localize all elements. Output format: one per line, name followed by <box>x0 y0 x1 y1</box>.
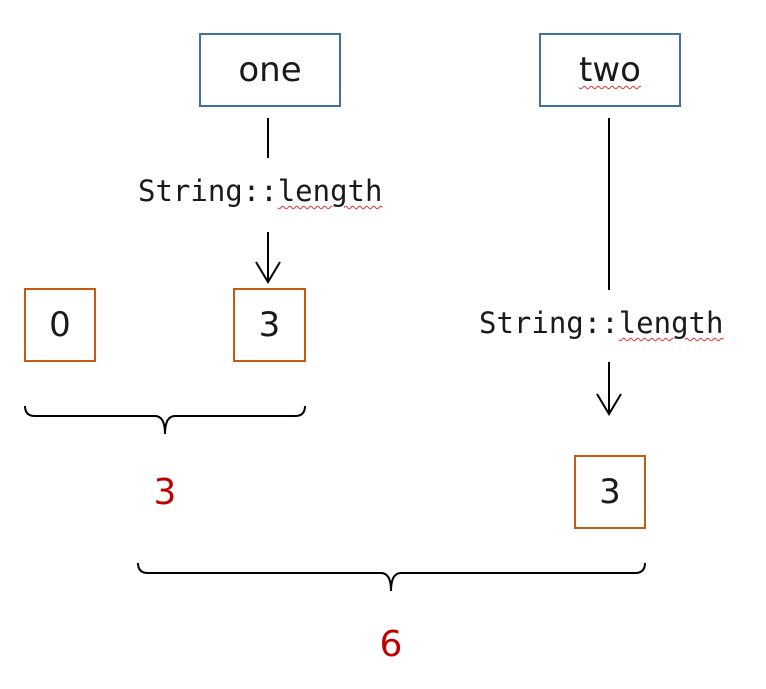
partial-sum-result: 3 <box>153 472 177 513</box>
word-one-box: one <box>199 33 341 107</box>
two-arrowhead <box>596 393 622 416</box>
identity-value-box: 0 <box>24 288 96 362</box>
word-one-label: one <box>238 50 302 90</box>
method-ref-two-text: String::length <box>479 306 724 340</box>
word-two-label: two <box>579 50 641 90</box>
one-arrowhead <box>255 261 281 284</box>
length-two-box: 3 <box>574 455 646 529</box>
length-one-value: 3 <box>258 305 281 345</box>
length-one-box: 3 <box>233 288 306 362</box>
partial-brace <box>24 405 306 435</box>
method-ref-two: String::length <box>479 306 723 340</box>
method-ref-one-text: String::length <box>138 174 383 208</box>
identity-value: 0 <box>49 305 71 345</box>
spellcheck-underline: length <box>277 174 383 208</box>
length-two-value: 3 <box>599 472 621 512</box>
method-ref-one: String::length <box>138 174 382 208</box>
total-sum-result: 6 <box>379 624 403 665</box>
spellcheck-underline: length <box>618 306 724 340</box>
word-two-box: two <box>539 33 681 107</box>
total-brace <box>137 562 646 592</box>
